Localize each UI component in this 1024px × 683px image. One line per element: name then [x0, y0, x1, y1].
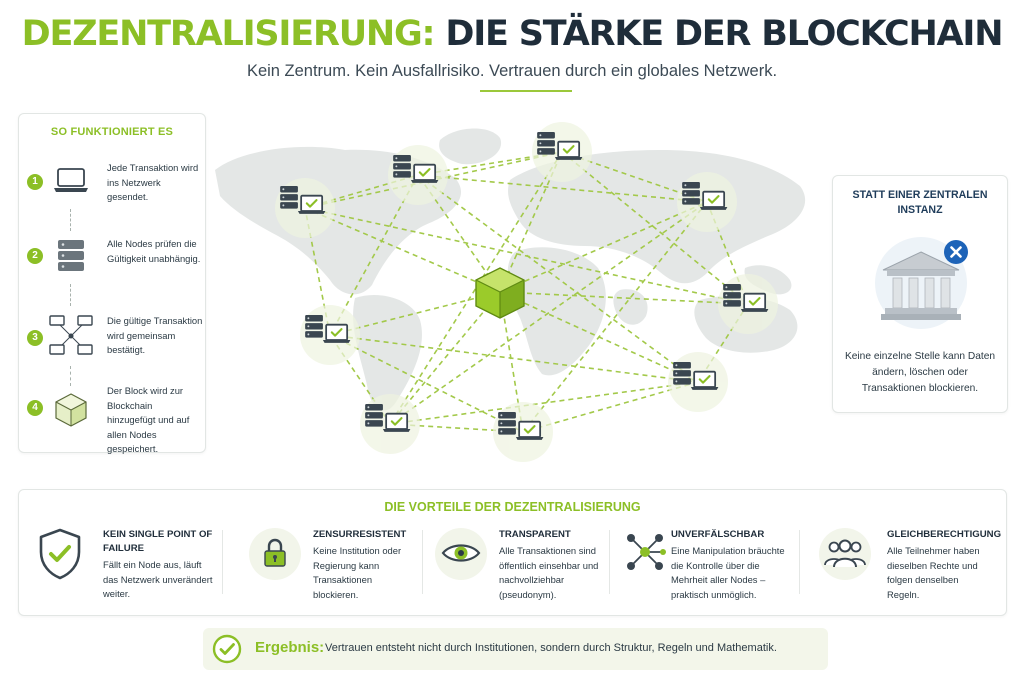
- step-number: 2: [27, 248, 43, 264]
- people-group-icon: [824, 539, 866, 568]
- step-number: 4: [27, 400, 43, 416]
- step-text: Alle Nodes prüfen die Gültigkeit unabhän…: [107, 238, 201, 264]
- icon-circle: [819, 528, 871, 580]
- advantages-panel: DIE VORTEILE DER DEZENTRALISIERUNG KEIN …: [18, 489, 1007, 616]
- divider: [422, 530, 423, 594]
- server-icon: [58, 240, 84, 271]
- advantage-heading: KEIN SINGLE POINT OF FAILURE: [103, 529, 213, 554]
- block-cube-icon: [475, 267, 525, 319]
- step-text: Der Block wird zur Blockchain hinzugefüg…: [107, 385, 190, 454]
- step-connector: [70, 209, 71, 231]
- check-circle-icon: [212, 634, 242, 664]
- central-institution-panel: STATT EINER ZENTRALEN INSTANZ Keine einz…: [832, 175, 1008, 413]
- advantage-heading: GLEICHBERECHTIGUNG: [887, 529, 1002, 540]
- x-mark-icon: [944, 240, 968, 264]
- title-underline: [480, 90, 572, 92]
- network-nodes-icon: [627, 534, 666, 570]
- eye-icon: [441, 544, 481, 562]
- lock-icon: [264, 538, 286, 567]
- result-label: Ergebnis:: [255, 639, 325, 656]
- block-cube-icon: [55, 393, 87, 427]
- result-bar: Ergebnis: Vertrauen entsteht nicht durch…: [203, 628, 828, 670]
- step-connector: [70, 366, 71, 386]
- advantage-body: Alle Transaktionen sind öffentlich einse…: [499, 545, 599, 600]
- step-connector: [70, 284, 71, 306]
- shield-check-icon: [39, 528, 81, 580]
- title-highlight: DEZENTRALISIERUNG:: [21, 14, 436, 54]
- advantage-heading: TRANSPARENT: [499, 529, 571, 540]
- step-text: Die gültige Transaktion wird gemeinsam b…: [107, 315, 203, 355]
- step-number: 3: [27, 330, 43, 346]
- network-map: [215, 122, 806, 462]
- advantage-body: Keine Institution oder Regierung kann Tr…: [313, 545, 402, 600]
- page-subtitle: Kein Zentrum. Kein Ausfallrisiko. Vertra…: [246, 62, 778, 80]
- step-text: Jede Transaktion wird ins Netzwerk gesen…: [107, 162, 199, 202]
- divider: [609, 530, 610, 594]
- divider: [222, 530, 223, 594]
- institution-text: Keine einzelne Stelle kann Daten ändern,…: [844, 351, 996, 394]
- divider: [799, 530, 800, 594]
- steps-panel: SO FUNKTIONIERT ES 1 Jede Transaktion wi…: [18, 113, 206, 454]
- advantage-item: ZENSURRESISTENT Keine Institution oder R…: [249, 526, 429, 606]
- page-title: DEZENTRALISIERUNG: DIE STÄRKE DER BLOCKC…: [0, 14, 1024, 54]
- result-text: Vertrauen entsteht nicht durch Instituti…: [325, 642, 777, 654]
- advantage-body: Eine Manipulation bräuchte die Kontrolle…: [671, 545, 785, 600]
- advantage-body: Alle Teilnehmer haben dieselben Rechte u…: [887, 545, 980, 600]
- advantages-title: DIE VORTEILE DER DEZENTRALISIERUNG: [384, 500, 641, 514]
- advantage-heading: UNVERFÄLSCHBAR: [671, 529, 765, 540]
- step-number: 1: [27, 174, 43, 190]
- steps-title: SO FUNKTIONIERT ES: [50, 126, 174, 138]
- network-laptops-icon: [49, 315, 93, 355]
- advantage-heading: ZENSURRESISTENT: [313, 529, 407, 540]
- institution-title: STATT EINER ZENTRALEN INSTANZ: [852, 189, 988, 216]
- advantage-item: GLEICHBERECHTIGUNG Alle Teilnehmer haben…: [819, 526, 1001, 606]
- title-rest: DIE STÄRKE DER BLOCKCHAIN: [445, 14, 1003, 54]
- advantage-item: TRANSPARENT Alle Transaktionen sind öffe…: [435, 526, 615, 606]
- advantage-body: Fällt ein Node aus, läuft das Netzwerk u…: [103, 559, 213, 599]
- advantage-item: KEIN SINGLE POINT OF FAILURE Fällt ein N…: [33, 526, 213, 606]
- laptop-icon: [54, 168, 88, 192]
- advantage-item: UNVERFÄLSCHBAR Eine Manipulation bräucht…: [619, 526, 799, 606]
- bank-building-icon: [881, 251, 961, 320]
